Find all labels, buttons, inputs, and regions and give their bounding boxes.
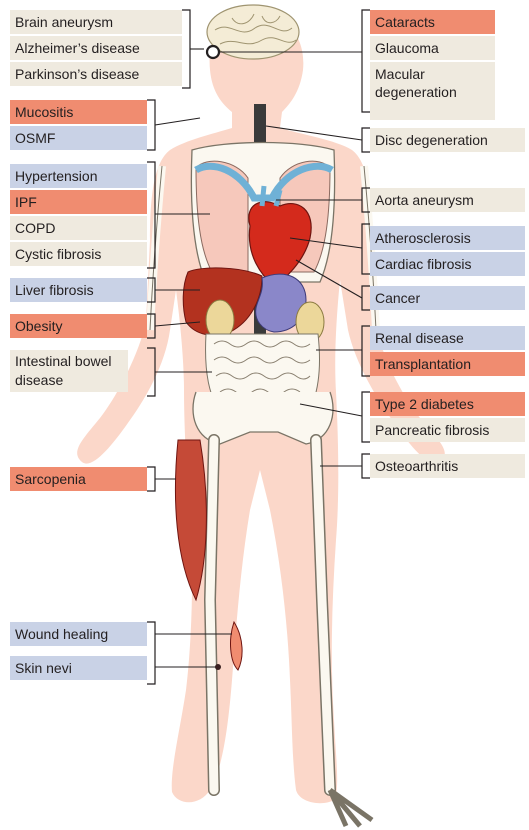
label-cystic-fibrosis: Cystic fibrosis bbox=[10, 242, 147, 266]
label-brain-aneurysm: Brain aneurysm bbox=[10, 10, 182, 34]
label-pancreatic-fibrosis: Pancreatic fibrosis bbox=[370, 418, 525, 442]
label-atherosclerosis: Atherosclerosis bbox=[370, 226, 525, 250]
label-alzheimers: Alzheimer’s disease bbox=[10, 36, 182, 60]
label-liver-fibrosis: Liver fibrosis bbox=[10, 278, 147, 302]
thigh-muscle bbox=[175, 440, 206, 600]
label-type-2-diabetes: Type 2 diabetes bbox=[370, 392, 525, 416]
label-cardiac-fibrosis: Cardiac fibrosis bbox=[370, 252, 525, 276]
brain bbox=[207, 5, 299, 59]
label-osteoarthritis: Osteoarthritis bbox=[370, 454, 525, 478]
label-mucositis: Mucositis bbox=[10, 100, 147, 124]
label-glaucoma: Glaucoma bbox=[370, 36, 495, 60]
label-sarcopenia: Sarcopenia bbox=[10, 467, 147, 491]
label-osmf: OSMF bbox=[10, 126, 147, 150]
eye bbox=[207, 46, 219, 58]
label-obesity: Obesity bbox=[10, 314, 147, 338]
label-renal-disease: Renal disease bbox=[370, 326, 525, 350]
label-aorta-aneurysm: Aorta aneurysm bbox=[370, 188, 525, 212]
label-transplantation: Transplantation bbox=[370, 352, 525, 376]
label-wound-healing: Wound healing bbox=[10, 622, 147, 646]
label-cataracts: Cataracts bbox=[370, 10, 495, 34]
label-hypertension: Hypertension bbox=[10, 164, 147, 188]
label-disc-degeneration: Disc degeneration bbox=[370, 128, 525, 152]
label-intestinal-bowel-disease: Intestinal bowel disease bbox=[10, 350, 128, 392]
label-copd: COPD bbox=[10, 216, 147, 240]
label-macular-degeneration: Macular degeneration bbox=[370, 62, 495, 120]
label-cancer: Cancer bbox=[370, 286, 525, 310]
label-ipf: IPF bbox=[10, 190, 147, 214]
label-parkinsons: Parkinson’s disease bbox=[10, 62, 182, 86]
label-skin-nevi: Skin nevi bbox=[10, 656, 147, 680]
